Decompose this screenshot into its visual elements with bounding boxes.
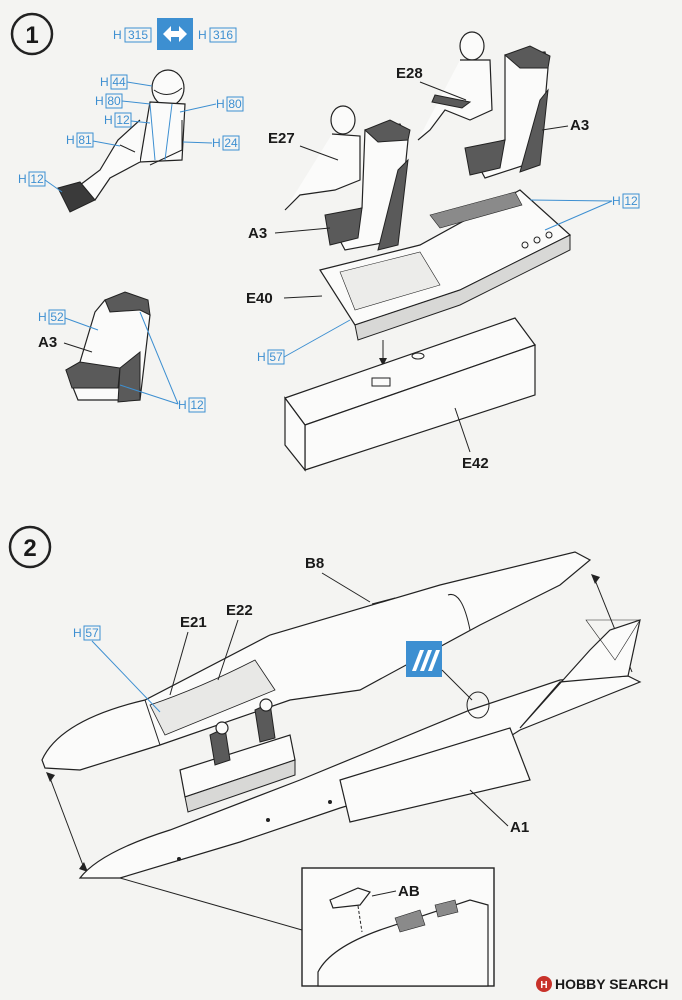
step-2: 2 B8 E21 E22 H 57 [8,525,642,987]
paint-label-h52: H 52 [38,309,99,331]
part-label-e22: E22 [226,602,253,619]
svg-text:80: 80 [107,94,121,108]
svg-text:24: 24 [224,136,238,150]
hobbysearch-logo-icon [536,976,552,992]
paint-label-h57-step2: H 57 [73,625,161,713]
svg-text:H: H [257,350,266,364]
paint-label-h12-boots: H 12 [18,171,63,193]
paint-label-h44: H 44 [100,74,153,90]
cockpit-assembly [179,698,296,813]
svg-text:H: H [212,136,221,150]
svg-text:12: 12 [624,194,638,208]
paint-label-h12-tub: H 12 [529,193,640,231]
pilot-figure [57,69,186,213]
paint-label-h80-right: H 80 [179,96,244,113]
paint-label-h81: H 81 [66,132,121,148]
svg-text:44: 44 [112,75,126,89]
hobbysearch-watermark: H HOBBY SEARCH [536,976,668,992]
svg-text:H: H [95,94,104,108]
part-label-a3-left: A3 [38,334,57,351]
svg-text:57: 57 [269,350,283,364]
paint-label-h24: H 24 [182,135,240,151]
svg-text:81: 81 [78,133,92,147]
part-label-b8: B8 [305,555,324,572]
svg-text:316: 316 [213,28,233,42]
paint-label-h12-seat: H 12 [119,311,206,413]
svg-text:H: H [104,113,113,127]
svg-text:12: 12 [190,398,204,412]
svg-text:H: H [73,626,82,640]
watermark-text: HOBBY SEARCH [555,976,668,992]
svg-text:H: H [198,28,207,42]
svg-text:H: H [113,28,122,42]
ejection-seat-left [65,291,151,403]
step-number-circle [10,12,54,56]
step-1: 1 H 315 H 316 [10,12,640,472]
step-number: 2 [23,535,36,562]
svg-text:80: 80 [228,97,242,111]
paint-label-h12-torso: H 12 [104,112,151,128]
part-label-e40: E40 [246,290,273,307]
paint-label-h316: H 316 [198,27,237,43]
seat-assembly-front [284,105,411,251]
upper-fuselage-b8 [41,551,592,771]
step-number: 1 [25,22,38,49]
svg-text:H: H [66,133,75,147]
paint-label-h80-left: H 80 [95,93,151,109]
part-label-a3-top: A3 [570,117,589,134]
svg-text:H: H [540,980,547,991]
lower-fuselage-a1 [78,619,642,879]
part-label-e42: E42 [462,455,489,472]
svg-text:H: H [178,398,187,412]
base-block-e42 [284,317,536,472]
svg-text:H: H [100,75,109,89]
svg-text:12: 12 [116,113,130,127]
paint-label-h57: H 57 [257,319,351,365]
svg-text:315: 315 [128,28,148,42]
cockpit-tub-e40 [319,189,572,341]
seat-assembly-rear [417,31,551,179]
part-label-a1: A1 [510,819,529,836]
mirror-arrow-icon [157,18,193,50]
part-label-e28: E28 [396,65,423,82]
svg-text:52: 52 [50,310,64,324]
svg-text:12: 12 [30,172,44,186]
svg-text:H: H [216,97,225,111]
svg-text:H: H [612,194,621,208]
part-label-e27: E27 [268,130,295,147]
inset-nose-detail [301,867,495,987]
svg-text:57: 57 [85,626,99,640]
step-number-circle [8,525,52,569]
svg-text:H: H [38,310,47,324]
part-label-e21: E21 [180,614,207,631]
paint-label-h315: H 315 [113,27,152,43]
part-label-a3-mid: A3 [248,225,267,242]
part-label-ab: AB [398,883,420,900]
decal-icon [406,641,442,677]
svg-text:H: H [18,172,27,186]
